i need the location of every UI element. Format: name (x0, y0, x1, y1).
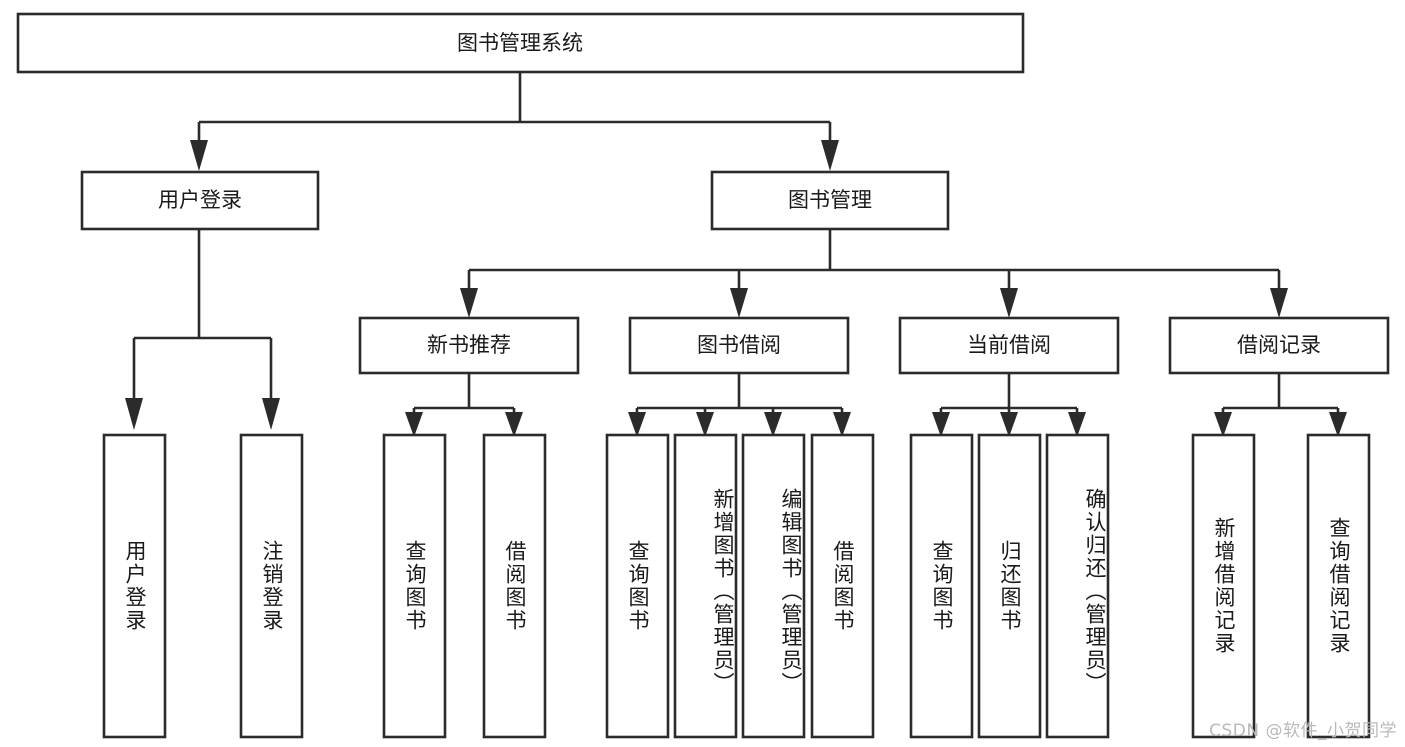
node-borrow-record-box[interactable] (1168, 316, 1390, 375)
arrow-head-leaf-borrow-book-2 (833, 412, 851, 437)
node-book-management-label: 图书管理 (788, 188, 872, 212)
node-root-box[interactable] (16, 12, 1025, 74)
arrow-head-leaf-query-book-1 (405, 412, 423, 437)
arrow-head-leaf-edit-book (764, 412, 782, 437)
leaf-boxes (102, 433, 1371, 739)
node-book-borrow-box[interactable] (628, 316, 850, 375)
node-book-management[interactable]: 图书管理 (710, 170, 950, 231)
connector-group (125, 72, 1347, 437)
leaf-return-book-box[interactable] (977, 433, 1042, 739)
leaf-user-login-box[interactable] (102, 433, 167, 739)
arrow-head-borrow-record (1270, 288, 1288, 318)
leaf-query-book-3-box[interactable] (909, 433, 974, 739)
node-user-login[interactable]: 用户登录 (80, 170, 320, 231)
node-new-book-recommend-box[interactable] (358, 316, 580, 375)
arrow-head-leaf-add-book (696, 412, 714, 437)
arrow-head-leaf-logout-login (262, 398, 280, 430)
node-current-borrow-label: 当前借阅 (967, 333, 1051, 357)
leaf-logout-login-box[interactable] (239, 433, 304, 739)
leaf-add-book-box[interactable] (673, 433, 738, 739)
arrow-head-leaf-query-book-2 (628, 412, 646, 437)
csdn-watermark: CSDN @软件_小贺同学 (1209, 721, 1397, 741)
arrow-head-book-borrow (730, 288, 748, 318)
node-current-borrow[interactable]: 当前借阅 (898, 316, 1120, 375)
arrow-head-leaf-add-record (1214, 412, 1232, 437)
arrow-head-user-login (190, 140, 208, 171)
node-current-borrow-box[interactable] (898, 316, 1120, 375)
arrow-head-new-book-recommend (460, 288, 478, 318)
node-borrow-record-label: 借阅记录 (1237, 333, 1321, 357)
arrow-head-leaf-query-book-3 (932, 412, 950, 437)
leaf-query-book-1-box[interactable] (382, 433, 447, 739)
node-user-login-label: 用户登录 (158, 188, 242, 212)
leaf-confirm-return-box[interactable] (1045, 433, 1110, 739)
node-new-book-recommend-label: 新书推荐 (427, 333, 511, 357)
node-borrow-record[interactable]: 借阅记录 (1168, 316, 1390, 375)
leaf-query-record-box[interactable] (1306, 433, 1371, 739)
arrow-head-leaf-confirm-return (1068, 412, 1086, 437)
leaf-borrow-book-2-box[interactable] (810, 433, 875, 739)
node-book-borrow-label: 图书借阅 (697, 333, 781, 357)
node-user-login-box[interactable] (80, 170, 320, 231)
leaf-add-record-box[interactable] (1191, 433, 1256, 739)
node-new-book-recommend[interactable]: 新书推荐 (358, 316, 580, 375)
arrow-head-leaf-query-record (1329, 412, 1347, 437)
node-book-management-box[interactable] (710, 170, 950, 231)
arrow-head-leaf-borrow-book-1 (505, 412, 523, 437)
arrow-head-book-management (821, 140, 839, 171)
node-root-label: 图书管理系统 (457, 31, 583, 55)
arrow-head-leaf-user-login (125, 398, 143, 430)
node-root[interactable]: 图书管理系统 (16, 12, 1025, 74)
arrow-head-current-borrow (1000, 288, 1018, 318)
leaf-borrow-book-1-box[interactable] (482, 433, 547, 739)
leaf-edit-book-box[interactable] (741, 433, 806, 739)
arrow-head-leaf-return-book (1000, 412, 1018, 437)
leaf-query-book-2-box[interactable] (605, 433, 670, 739)
node-book-borrow[interactable]: 图书借阅 (628, 316, 850, 375)
